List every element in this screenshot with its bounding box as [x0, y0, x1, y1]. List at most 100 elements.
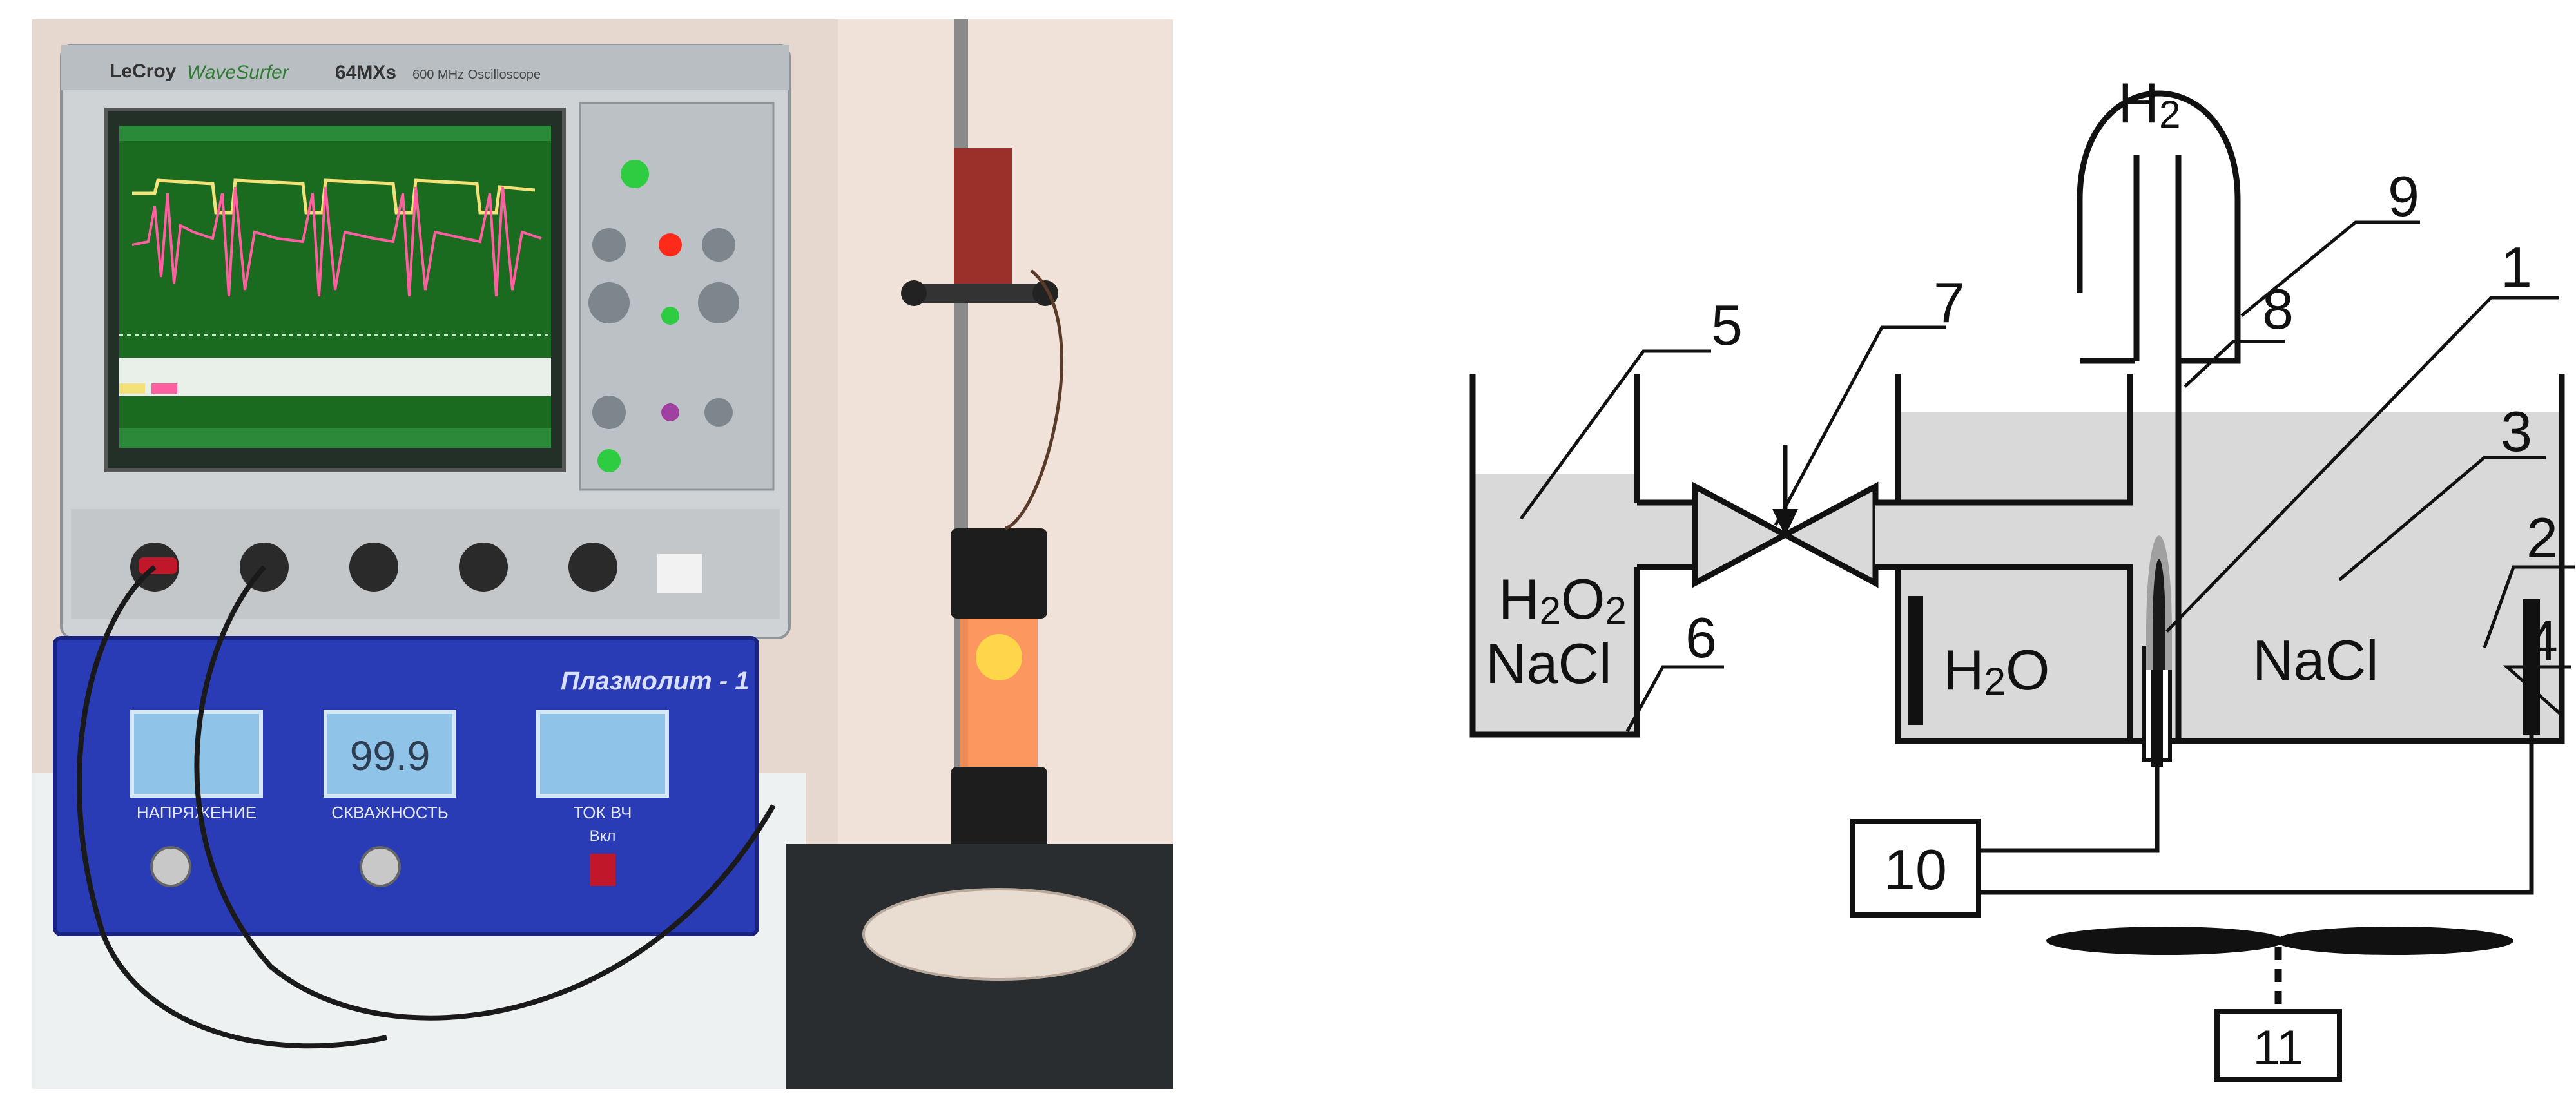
wire-to-counter-electrode: [1979, 735, 2534, 895]
leader-1: [2165, 296, 2559, 633]
knob-position-1: [588, 282, 630, 323]
device-name-text: Плазмолит - 1: [561, 667, 749, 695]
number-4: 4: [2526, 609, 2558, 673]
h2o2-h: H: [1498, 567, 1540, 631]
setup-photo: LeCroy WaveSurfer 64MXs 600 MHz Oscillos…: [0, 0, 1173, 1104]
number-9: 9: [2388, 164, 2419, 228]
gas-label-main: H: [2118, 71, 2160, 135]
plasmolit-device: Плазмолит - 1 99.9 НАПРЯЖЕНИЕ СКВАЖНОСТЬ…: [53, 636, 759, 936]
probe-cable-1: [77, 564, 387, 1049]
left-tank-wall: [1469, 374, 1640, 738]
main-tank-liquid: [1898, 412, 2562, 741]
gas-collector-tube: [2077, 90, 2241, 364]
inner-channel-upper: [1898, 374, 2133, 506]
h2o-sub: 2: [1984, 660, 2006, 703]
clamp-block: [954, 148, 1012, 296]
knob-duty: [360, 846, 401, 887]
input-connector-5: [568, 543, 617, 592]
leader-5: [1519, 349, 1711, 520]
leader-2: [2483, 565, 2575, 648]
photo-svg: LeCroy WaveSurfer 64MXs 600 MHz Oscillos…: [32, 19, 1173, 1089]
number-1: 1: [2501, 235, 2532, 299]
h2o-electrode: [1908, 596, 1923, 725]
right-pipe-liquid: [1875, 503, 1901, 567]
schematic-diagram: H2 H2O2 NaCl H2O NaCl 5 7 8 9 1 3 2 4 6 …: [1418, 0, 2576, 1104]
clamp-knob-left: [901, 280, 927, 306]
scope-desc-text: 600 MHz Oscilloscope: [412, 68, 541, 82]
probe-red-plug: [139, 557, 177, 574]
input-connector-4: [459, 543, 508, 592]
oscilloscope-top-bar: [61, 45, 789, 90]
knob-trigger: [704, 398, 733, 427]
scope-series-text: WaveSurfer: [187, 62, 289, 83]
number-11: 11: [2253, 1021, 2304, 1075]
knob-voltage: [150, 846, 191, 887]
scope-model-text: 64MXs: [335, 62, 396, 83]
screen-tag-yellow: [119, 383, 145, 394]
meter-duty-value: 99.9: [350, 733, 431, 779]
clamp-screw: [915, 284, 1044, 303]
left-pipe-liquid: [1637, 503, 1695, 567]
knob-horizontal: [592, 396, 626, 429]
stirrer-drive-box: [2214, 1009, 2342, 1082]
valve-left-triangle: [1692, 481, 1792, 588]
power-supply-box: [1850, 819, 1981, 918]
screen-status-bar: [119, 428, 551, 448]
plasma-core: [2153, 559, 2165, 670]
plasma-glow: [976, 634, 1022, 680]
oscilloscope: LeCroy WaveSurfer 64MXs 600 MHz Oscillos…: [60, 44, 791, 639]
h2o-label: H2O: [1943, 638, 2049, 703]
power-switch-label: Вкл: [590, 827, 616, 845]
leader-6: [1625, 665, 1724, 733]
h2o2-o: O: [1561, 567, 1605, 631]
number-8: 8: [2262, 277, 2294, 341]
reactor-stand: [786, 19, 1173, 1089]
gas-label-sub: 2: [2159, 93, 2180, 136]
h2o-compartment-wall: [1898, 564, 2133, 741]
number-2: 2: [2526, 506, 2558, 570]
leader-3: [2338, 456, 2546, 581]
reactor-bottom-cap: [951, 767, 1047, 863]
meter-duty-label: СКВАЖНОСТЬ: [331, 803, 449, 822]
purple-button: [661, 403, 679, 421]
number-3: 3: [2501, 399, 2532, 463]
green-led: [661, 307, 679, 325]
number-7: 7: [1933, 271, 1965, 334]
main-tank-outer-wall: [1895, 374, 2565, 744]
wire-to-electrode: [1979, 767, 2160, 853]
number-6: 6: [1685, 606, 1717, 669]
h2o2-sub2: 2: [1605, 589, 1626, 632]
reactor-wire: [1005, 269, 1063, 530]
leader-9: [2240, 220, 2420, 317]
number-5: 5: [1711, 293, 1743, 357]
knob-vertical-1: [592, 228, 626, 262]
left-tank-liquid: [1473, 474, 1637, 735]
left-tank-label-line1: H2O2: [1498, 567, 1627, 632]
scope-brand-text: LeCroy: [110, 61, 177, 82]
h2o-o: O: [2006, 638, 2049, 702]
stirrer-blade-right: [2275, 927, 2513, 955]
usb-port: [657, 554, 702, 593]
screen-tag-pink: [151, 383, 177, 394]
meter-voltage-label: НАПРЯЖЕНИЕ: [137, 803, 257, 822]
power-switch: [590, 854, 615, 886]
meter-current: [536, 710, 669, 798]
leader-7: [1774, 325, 1946, 526]
green-button-lit: [621, 160, 649, 188]
active-electrode: [2151, 670, 2163, 767]
stirrer-blade-left: [2046, 927, 2285, 955]
nacl-label: NaCl: [2252, 628, 2379, 692]
trace-pink: [131, 186, 542, 297]
leader-4: [2503, 665, 2571, 717]
number-10: 10: [1884, 838, 1947, 901]
gas-label: H2: [2118, 71, 2181, 136]
input-connector-3: [349, 543, 398, 592]
knob-position-2: [698, 282, 739, 323]
green-button-bottom: [597, 449, 621, 472]
meter-duty: [324, 710, 456, 798]
meter-current-label: ТОК ВЧ: [574, 803, 632, 822]
schematic-svg: H2 H2O2 NaCl H2O NaCl 5 7 8 9 1 3 2 4 6 …: [1469, 71, 2575, 1082]
h2o-h: H: [1943, 638, 1984, 702]
knob-vertical-2: [702, 228, 735, 262]
red-led: [659, 233, 682, 256]
